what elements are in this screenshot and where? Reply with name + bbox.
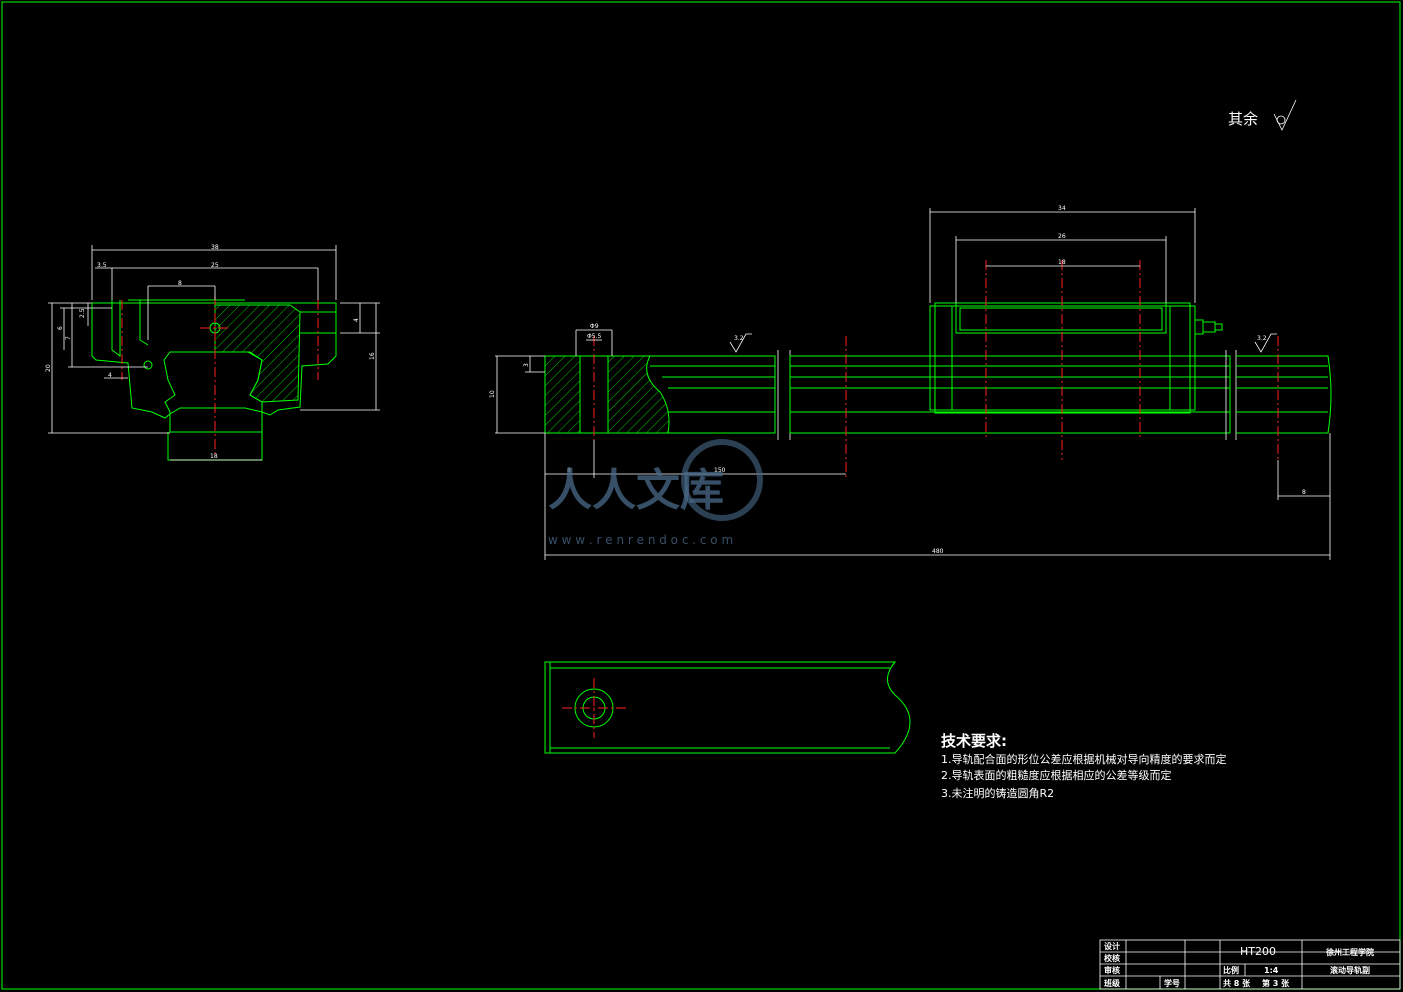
- tech-title: 技术要求:: [941, 732, 1007, 750]
- dim-4-right: 4: [353, 318, 360, 322]
- roughness-mark-left: 3.2: [729, 333, 752, 353]
- dim-16: 16: [369, 352, 376, 360]
- dim-38: 38: [211, 244, 219, 251]
- dim-480: 480: [932, 548, 944, 555]
- dim-3-5: 3.5: [97, 262, 107, 269]
- surface-finish-note: 其余: [1228, 99, 1297, 131]
- tb-material: HT200: [1240, 945, 1276, 958]
- tech-item-3: 3.未注明的铸造圆角R2: [941, 786, 1054, 800]
- dim-3: 3: [523, 363, 530, 367]
- watermark-url: w w w . r e n r e n d o c . c o m: [548, 533, 733, 547]
- title-block: 设计 校核 审核 班级 学号 HT200 比例 1:4 共 8 张 第 3 张 …: [1099, 939, 1401, 990]
- dim-6: 6: [57, 326, 64, 330]
- svg-text:3.2: 3.2: [1257, 335, 1267, 342]
- dim-10: 10: [489, 390, 496, 398]
- dim-34: 34: [1058, 205, 1066, 212]
- check-surface-finish-icon: [1273, 99, 1297, 131]
- tb-sheet-no: 第 3 张: [1262, 978, 1290, 988]
- tech-item-1: 1.导轨配合面的形位公差应根据机械对导向精度的要求而定: [941, 752, 1227, 766]
- top-view: [544, 661, 911, 754]
- dim-hole-5-5: Φ5.5: [587, 333, 601, 340]
- dim-18: 18: [210, 453, 218, 460]
- tech-item-2: 2.导轨表面的粗糙度应根据相应的公差等级而定: [941, 768, 1172, 782]
- tech-requirements: 技术要求: 1.导轨配合面的形位公差应根据机械对导向精度的要求而定 2.导轨表面…: [941, 732, 1227, 800]
- watermark-text: 人人文库: [548, 465, 724, 516]
- front-section-view: 38 3.5 25 8 2.5 6 7 4 20 16 4 18: [45, 244, 380, 461]
- dim-8-right: 8: [1302, 489, 1306, 496]
- dim-18-top: 18: [1058, 259, 1066, 266]
- tb-check: 校核: [1104, 953, 1120, 963]
- dim-8-bottom: 8: [567, 467, 571, 474]
- tb-review: 审核: [1104, 965, 1120, 975]
- dim-150: 150: [714, 467, 726, 474]
- tb-school: 徐州工程学院: [1325, 947, 1374, 957]
- tb-ratio-value: 1:4: [1264, 966, 1279, 975]
- svg-text:3.2: 3.2: [734, 335, 744, 342]
- tb-design: 设计: [1104, 941, 1120, 951]
- dim-25: 25: [211, 262, 219, 269]
- roughness-mark-right: 3.2: [1254, 333, 1277, 353]
- dim-8: 8: [178, 280, 182, 287]
- side-view: 34 26 18 Φ9 Φ5.5 10 3 3.2 3.2: [489, 205, 1332, 560]
- dim-2-5: 2.5: [79, 308, 86, 318]
- tb-ratio-label: 比例: [1223, 965, 1239, 975]
- watermark: 人人文库 w w w . r e n r e n d o c . c o m: [548, 439, 763, 547]
- tb-class: 班级: [1104, 978, 1121, 988]
- dim-hole-9: Φ9: [590, 323, 599, 330]
- dim-4-bottom: 4: [108, 372, 112, 379]
- tb-sheet-total: 共 8 张: [1223, 978, 1251, 988]
- surface-note-label: 其余: [1228, 110, 1258, 128]
- dim-7: 7: [65, 336, 72, 340]
- dim-20: 20: [45, 364, 52, 372]
- tb-drawing-name: 滚动导轨副: [1330, 965, 1370, 975]
- tb-student-no: 学号: [1164, 978, 1180, 988]
- dim-26: 26: [1058, 233, 1066, 240]
